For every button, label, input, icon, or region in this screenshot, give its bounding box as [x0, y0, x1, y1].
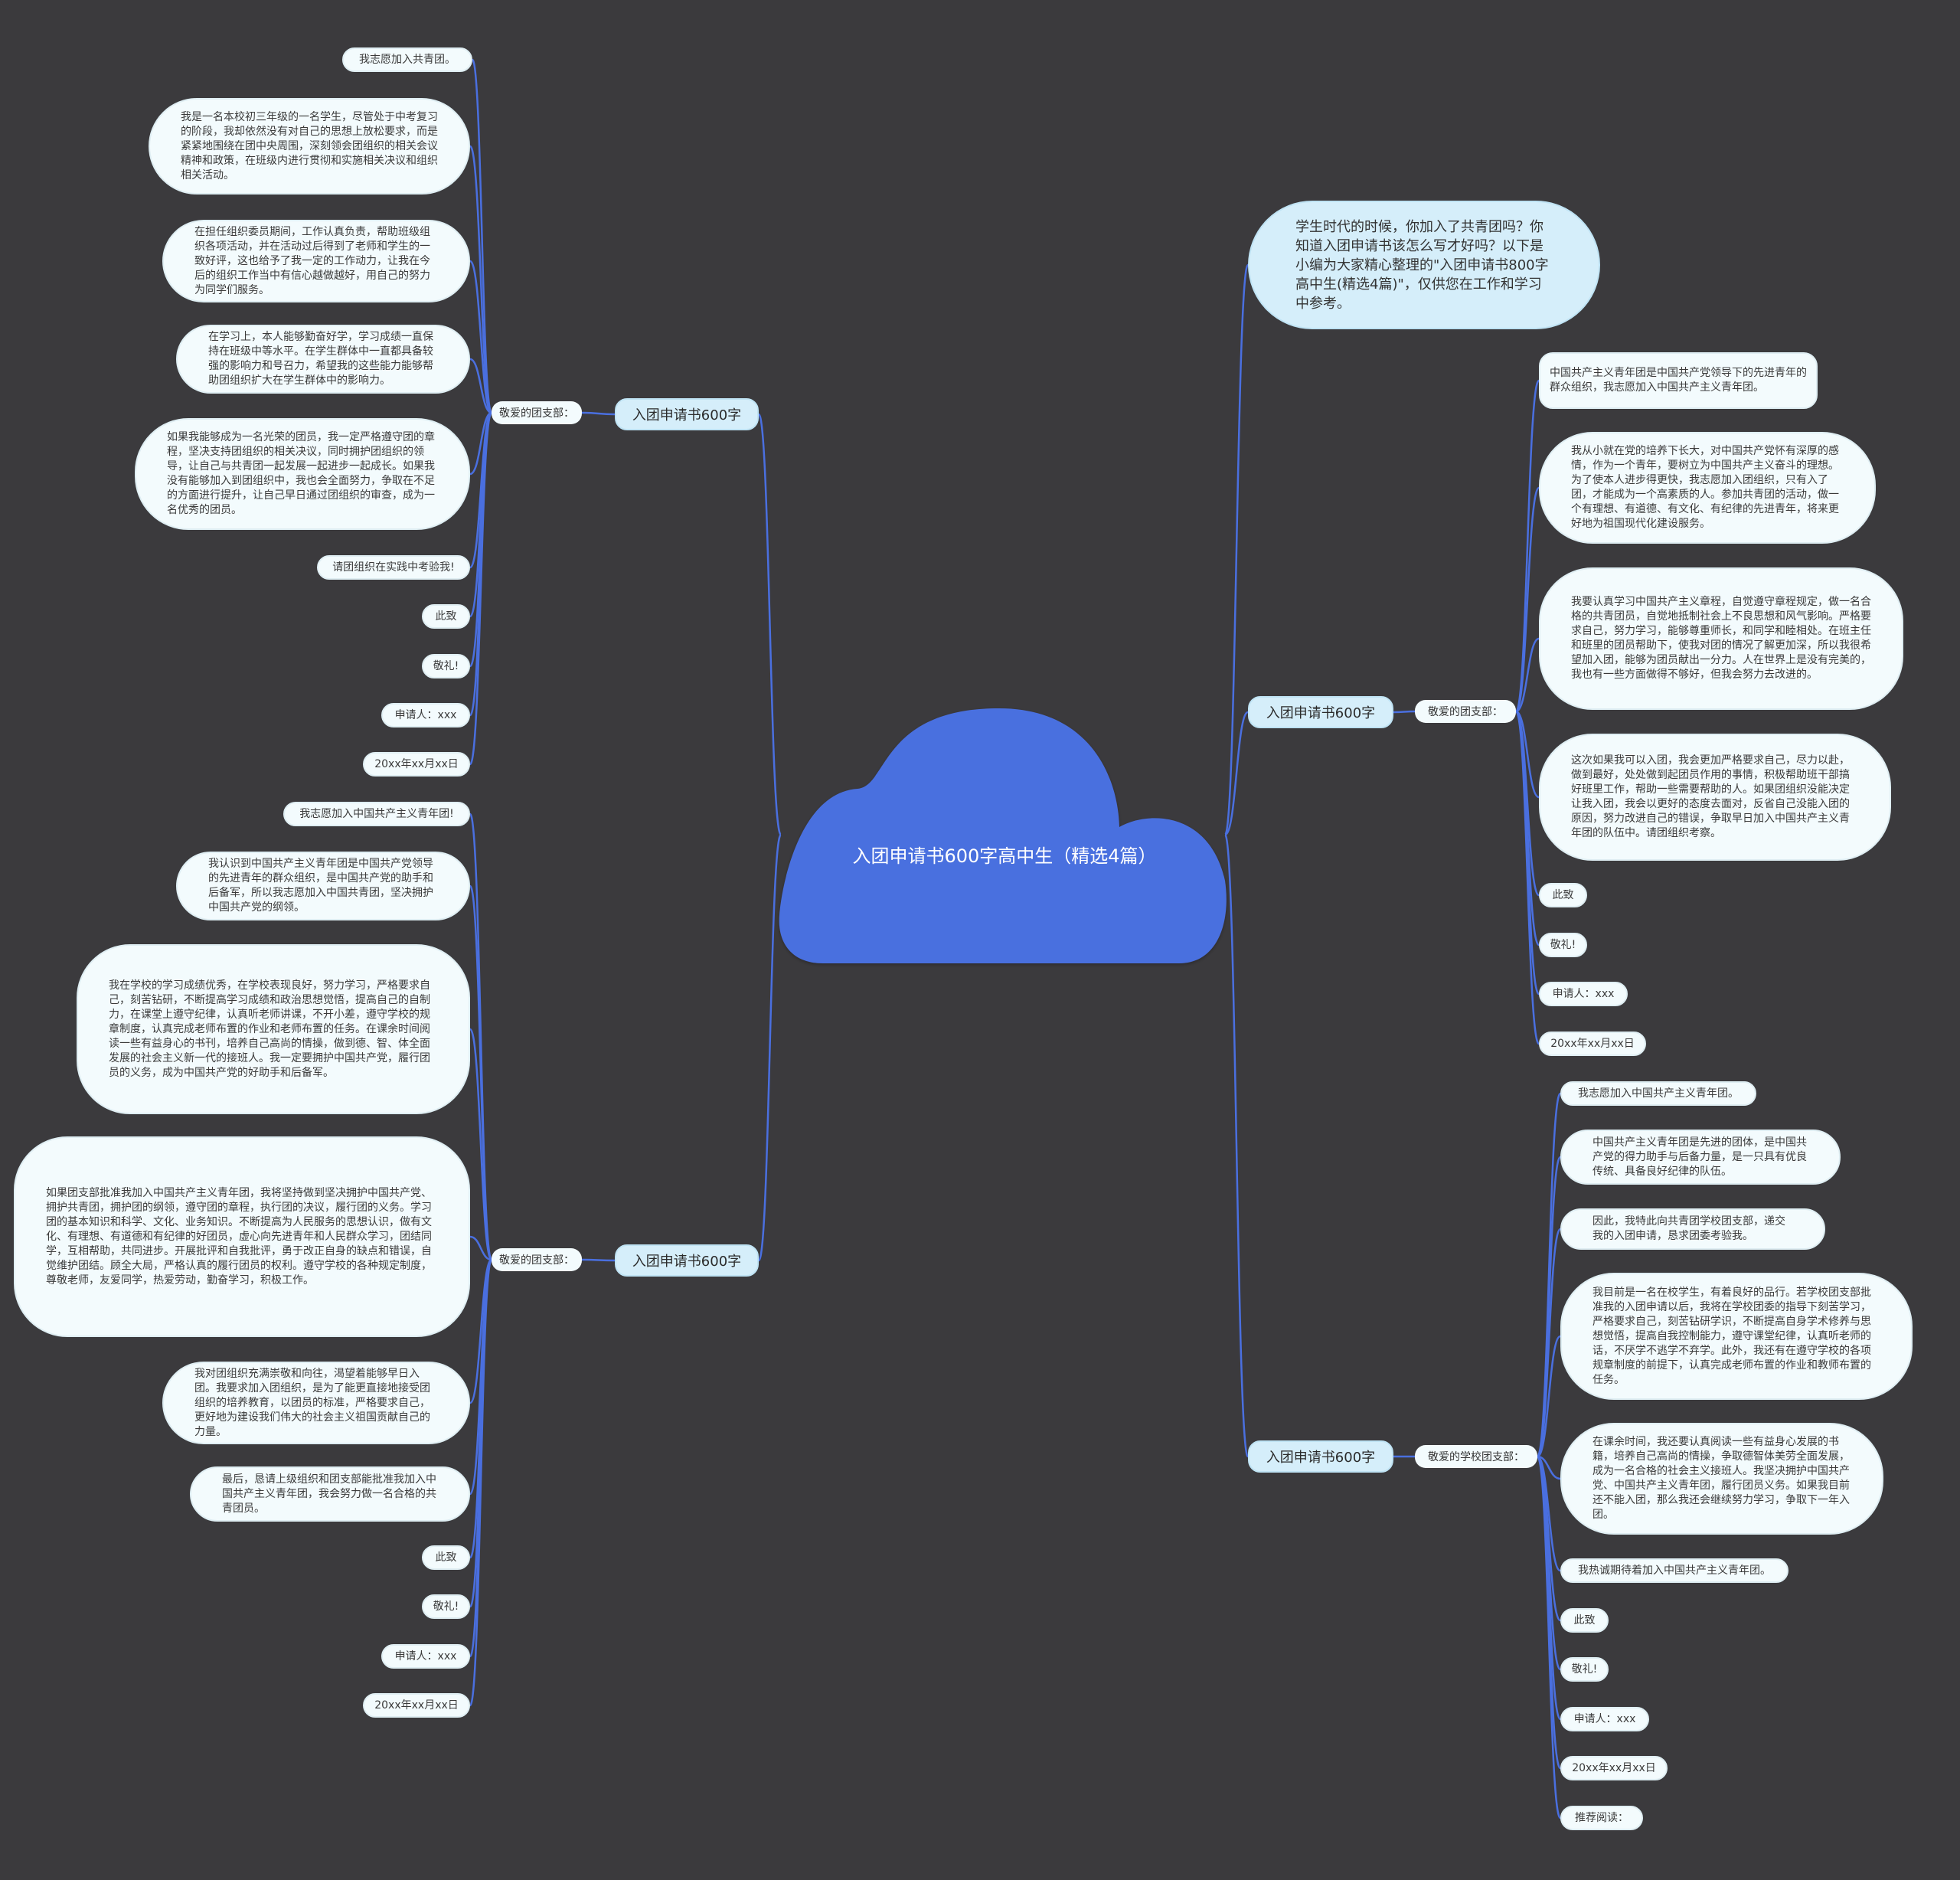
branch-4-item-1: 我志愿加入中国共产主义青年团。 — [1560, 1081, 1756, 1106]
branch-2-item-10: 20xx年xx月xx日 — [363, 1693, 470, 1718]
edge-root-intro — [1223, 263, 1250, 836]
branch-1-item-7: 此致 — [422, 604, 470, 629]
branch-4-item-9: 申请人：xxx — [1560, 1707, 1649, 1731]
branch-2-item-8: 敬礼! — [422, 1594, 470, 1619]
branch-1-item-8: 敬礼! — [422, 654, 470, 678]
edge-item-3-8 — [1514, 710, 1540, 1045]
branch-3-item-1: 中国共产主义青年团是中国共产党领导下的先进青年的群众组织，我志愿加入中国共产主义… — [1539, 352, 1818, 409]
branch-1-item-1: 我志愿加入共青团。 — [342, 47, 472, 72]
branch-3-item-4: 这次如果我可以入团，我会更加严格要求自己，尽力以赴，做到最好，处处做到起团员作用… — [1539, 734, 1891, 861]
branch-4-connector: 敬爱的学校团支部： — [1415, 1445, 1537, 1468]
branch-1-item-4: 在学习上，本人能够勤奋好学，学习成绩一直保持在班级中等水平。在学生群体中一直都具… — [176, 325, 470, 394]
edge-branch-connector-3 — [1393, 710, 1416, 714]
edge-item-1-4 — [469, 358, 492, 414]
branch-1-item-2: 我是一名本校初三年级的一名学生，尽管处于中考复习的阶段，我却依然没有对自己的思想… — [149, 98, 470, 195]
branch-2-title[interactable]: 入团申请书600字 — [615, 1244, 759, 1277]
branch-1-item-10: 20xx年xx月xx日 — [363, 752, 470, 777]
branch-4-item-6: 我热诚期待着加入中国共产主义青年团。 — [1560, 1558, 1788, 1583]
edge-root-branch-2 — [757, 833, 782, 1262]
branch-1-item-9: 申请人：xxx — [381, 703, 470, 727]
edge-item-2-4 — [469, 1235, 492, 1261]
branch-2-item-2: 我认识到中国共产主义青年团是中国共产党领导的先进青年的群众组织，是中国共产党的助… — [176, 852, 470, 920]
branch-4-item-8: 敬礼! — [1560, 1657, 1609, 1682]
branch-3-connector: 敬爱的团支部： — [1415, 700, 1516, 723]
edge-item-2-3 — [469, 1028, 493, 1261]
branch-2-item-6: 最后，恳请上级组织和团支部能批准我加入中国共产主义青年团，我会努力做一名合格的共… — [190, 1466, 470, 1522]
edge-root-branch-1 — [757, 413, 782, 836]
branch-4-item-11: 推荐阅读： — [1560, 1806, 1643, 1830]
branch-3-item-2: 我从小就在党的培养下长大，对中国共产党怀有深厚的感情，作为一个青年，要树立为中国… — [1539, 432, 1876, 544]
branch-1-title[interactable]: 入团申请书600字 — [615, 398, 759, 430]
branch-3-item-5: 此致 — [1539, 883, 1587, 907]
branch-1-item-5: 如果我能够成为一名光荣的团员，我一定严格遵守团的章程，坚决支持团组织的相关决议，… — [135, 418, 470, 530]
edge-item-3-3 — [1515, 637, 1540, 713]
edge-root-branch-3 — [1223, 711, 1250, 836]
branch-2-item-5: 我对团组织充满崇敬和向往，渴望着能够早日入团。我要求加入团组织，是为了能更直接地… — [162, 1362, 470, 1444]
root-title: 入团申请书600字高中生（精选4篇） — [852, 845, 1157, 867]
branch-4-title[interactable]: 入团申请书600字 — [1248, 1440, 1393, 1473]
edge-item-3-6 — [1514, 710, 1540, 947]
branch-2-item-4: 如果团支部批准我加入中国共产主义青年团，我将坚持做到坚决拥护中国共产党、拥护共青… — [14, 1136, 470, 1337]
branch-4-item-4: 我目前是一名在校学生，有着良好的品行。若学校团支部批准我的入团申请以后，我将在学… — [1560, 1273, 1913, 1400]
branch-3-item-7: 申请人：xxx — [1539, 982, 1628, 1006]
edge-item-4-3 — [1536, 1228, 1562, 1458]
edge-item-1-5 — [469, 411, 492, 476]
edge-item-2-2 — [469, 884, 493, 1261]
edge-item-1-10 — [469, 411, 493, 766]
edge-branch-connector-1 — [581, 411, 616, 416]
edge-root-branch-4 — [1223, 833, 1250, 1458]
branch-3-item-3: 我要认真学习中国共产主义章程，自觉遵守章程规定，做一名合格的共青团员，自觉地抵制… — [1539, 567, 1903, 710]
branch-4-item-2: 中国共产主义青年团是先进的团体，是中国共产党的得力助手与后备力量，是一只具有优良… — [1560, 1130, 1841, 1185]
branch-2-item-7: 此致 — [422, 1545, 470, 1570]
edge-item-1-2 — [469, 145, 493, 414]
branch-2-item-3: 我在学校的学习成绩优秀，在学校表现良好，努力学习，严格要求自己，刻苦钻研，不断提… — [77, 944, 470, 1114]
edge-item-4-11 — [1536, 1455, 1562, 1820]
branch-3-title[interactable]: 入团申请书600字 — [1248, 696, 1393, 728]
edge-item-2-10 — [469, 1258, 493, 1707]
branch-4-item-10: 20xx年xx月xx日 — [1560, 1756, 1668, 1780]
edge-item-4-4 — [1536, 1335, 1562, 1458]
branch-3-item-6: 敬礼! — [1539, 933, 1587, 957]
branch-1-item-3: 在担任组织委员期间，工作认真负责，帮助班级组织各项活动，并在活动过后得到了老师和… — [162, 220, 470, 302]
edge-item-1-1 — [471, 58, 493, 414]
branch-2-connector: 敬爱的团支部： — [492, 1248, 582, 1271]
branch-1-item-6: 请团组织在实践中考验我! — [317, 555, 470, 580]
branch-4-item-7: 此致 — [1560, 1608, 1609, 1633]
intro-bubble[interactable]: 学生时代的时候，你加入了共青团吗？你知道入团申请书该怎么写才好吗？以下是小编为大… — [1248, 201, 1600, 329]
edge-item-1-3 — [469, 260, 493, 414]
branch-2-item-9: 申请人：xxx — [381, 1644, 470, 1669]
root-cloud — [779, 708, 1227, 963]
branch-4-item-5: 在课余时间，我还要认真阅读一些有益身心发展的书籍，培养自己高尚的情操，争取德智体… — [1560, 1423, 1883, 1535]
branch-4-item-3: 因此，我特此向共青团学校团支部，递交我的入团申请，恳求团委考验我。 — [1560, 1208, 1825, 1250]
branch-3-item-8: 20xx年xx月xx日 — [1539, 1032, 1646, 1056]
edge-item-3-4 — [1515, 710, 1540, 799]
edge-item-3-1 — [1514, 379, 1540, 713]
branch-2-item-1: 我志愿加入中国共产主义青年团! — [283, 802, 470, 826]
branch-1-connector: 敬爱的团支部： — [492, 401, 582, 424]
edge-item-4-2 — [1536, 1156, 1562, 1458]
edge-item-3-2 — [1514, 486, 1540, 713]
